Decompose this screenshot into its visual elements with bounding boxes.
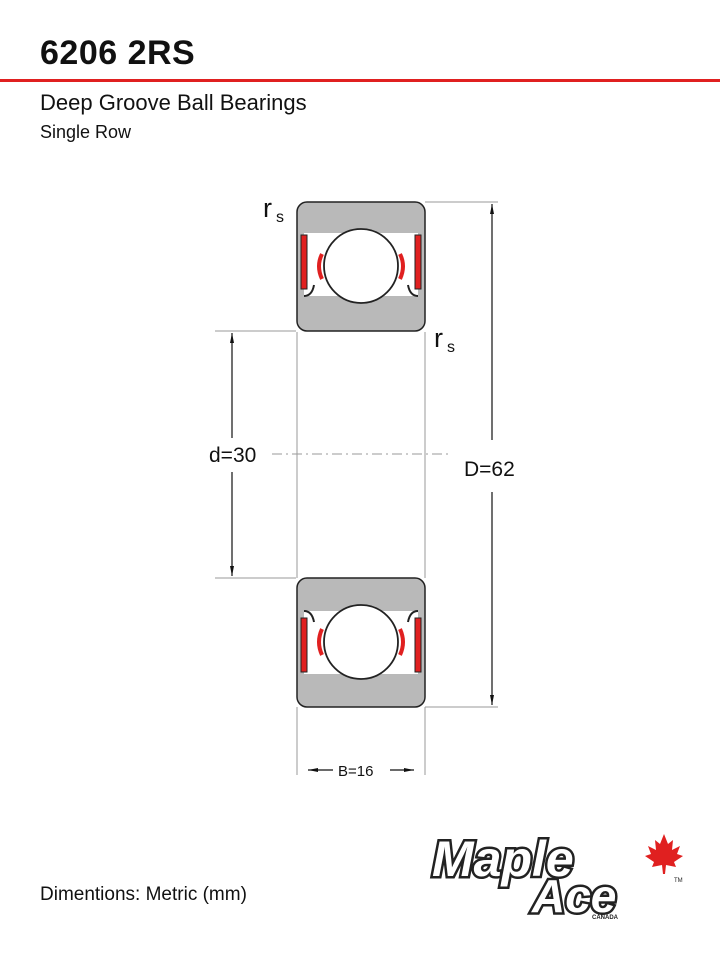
maple-leaf-icon: [645, 834, 683, 874]
units-note: Dimentions: Metric (mm): [40, 884, 247, 905]
outer-diameter-label: D=62: [464, 458, 515, 481]
inner-diameter-label: d=30: [209, 444, 256, 467]
logo-trademark: TM: [674, 878, 683, 884]
bearing-section-top: [296, 201, 426, 332]
extension-lines: [215, 201, 498, 775]
product-row-type: Single Row: [40, 122, 132, 142]
logo-word-ace: Ace: [531, 870, 616, 922]
width-label: B=16: [338, 763, 373, 780]
title-divider: [0, 79, 720, 82]
product-type: Deep Groove Ball Bearings: [40, 90, 307, 115]
radius-label-top: r: [263, 193, 272, 223]
radius-label-top-sub: s: [276, 209, 284, 226]
logo-country: CANADA: [592, 915, 619, 921]
bearing-section-bottom: [296, 577, 426, 708]
radius-label-mid: r: [434, 323, 443, 353]
ball-top: [323, 228, 399, 304]
page-title: 6206 2RS: [40, 34, 196, 72]
radius-label-mid-sub: s: [447, 339, 455, 356]
logo-word-maple: Maple: [432, 831, 574, 887]
ball-bottom: [323, 604, 399, 680]
maple-ace-logo: Maple Ace TM CANADA: [430, 829, 683, 925]
